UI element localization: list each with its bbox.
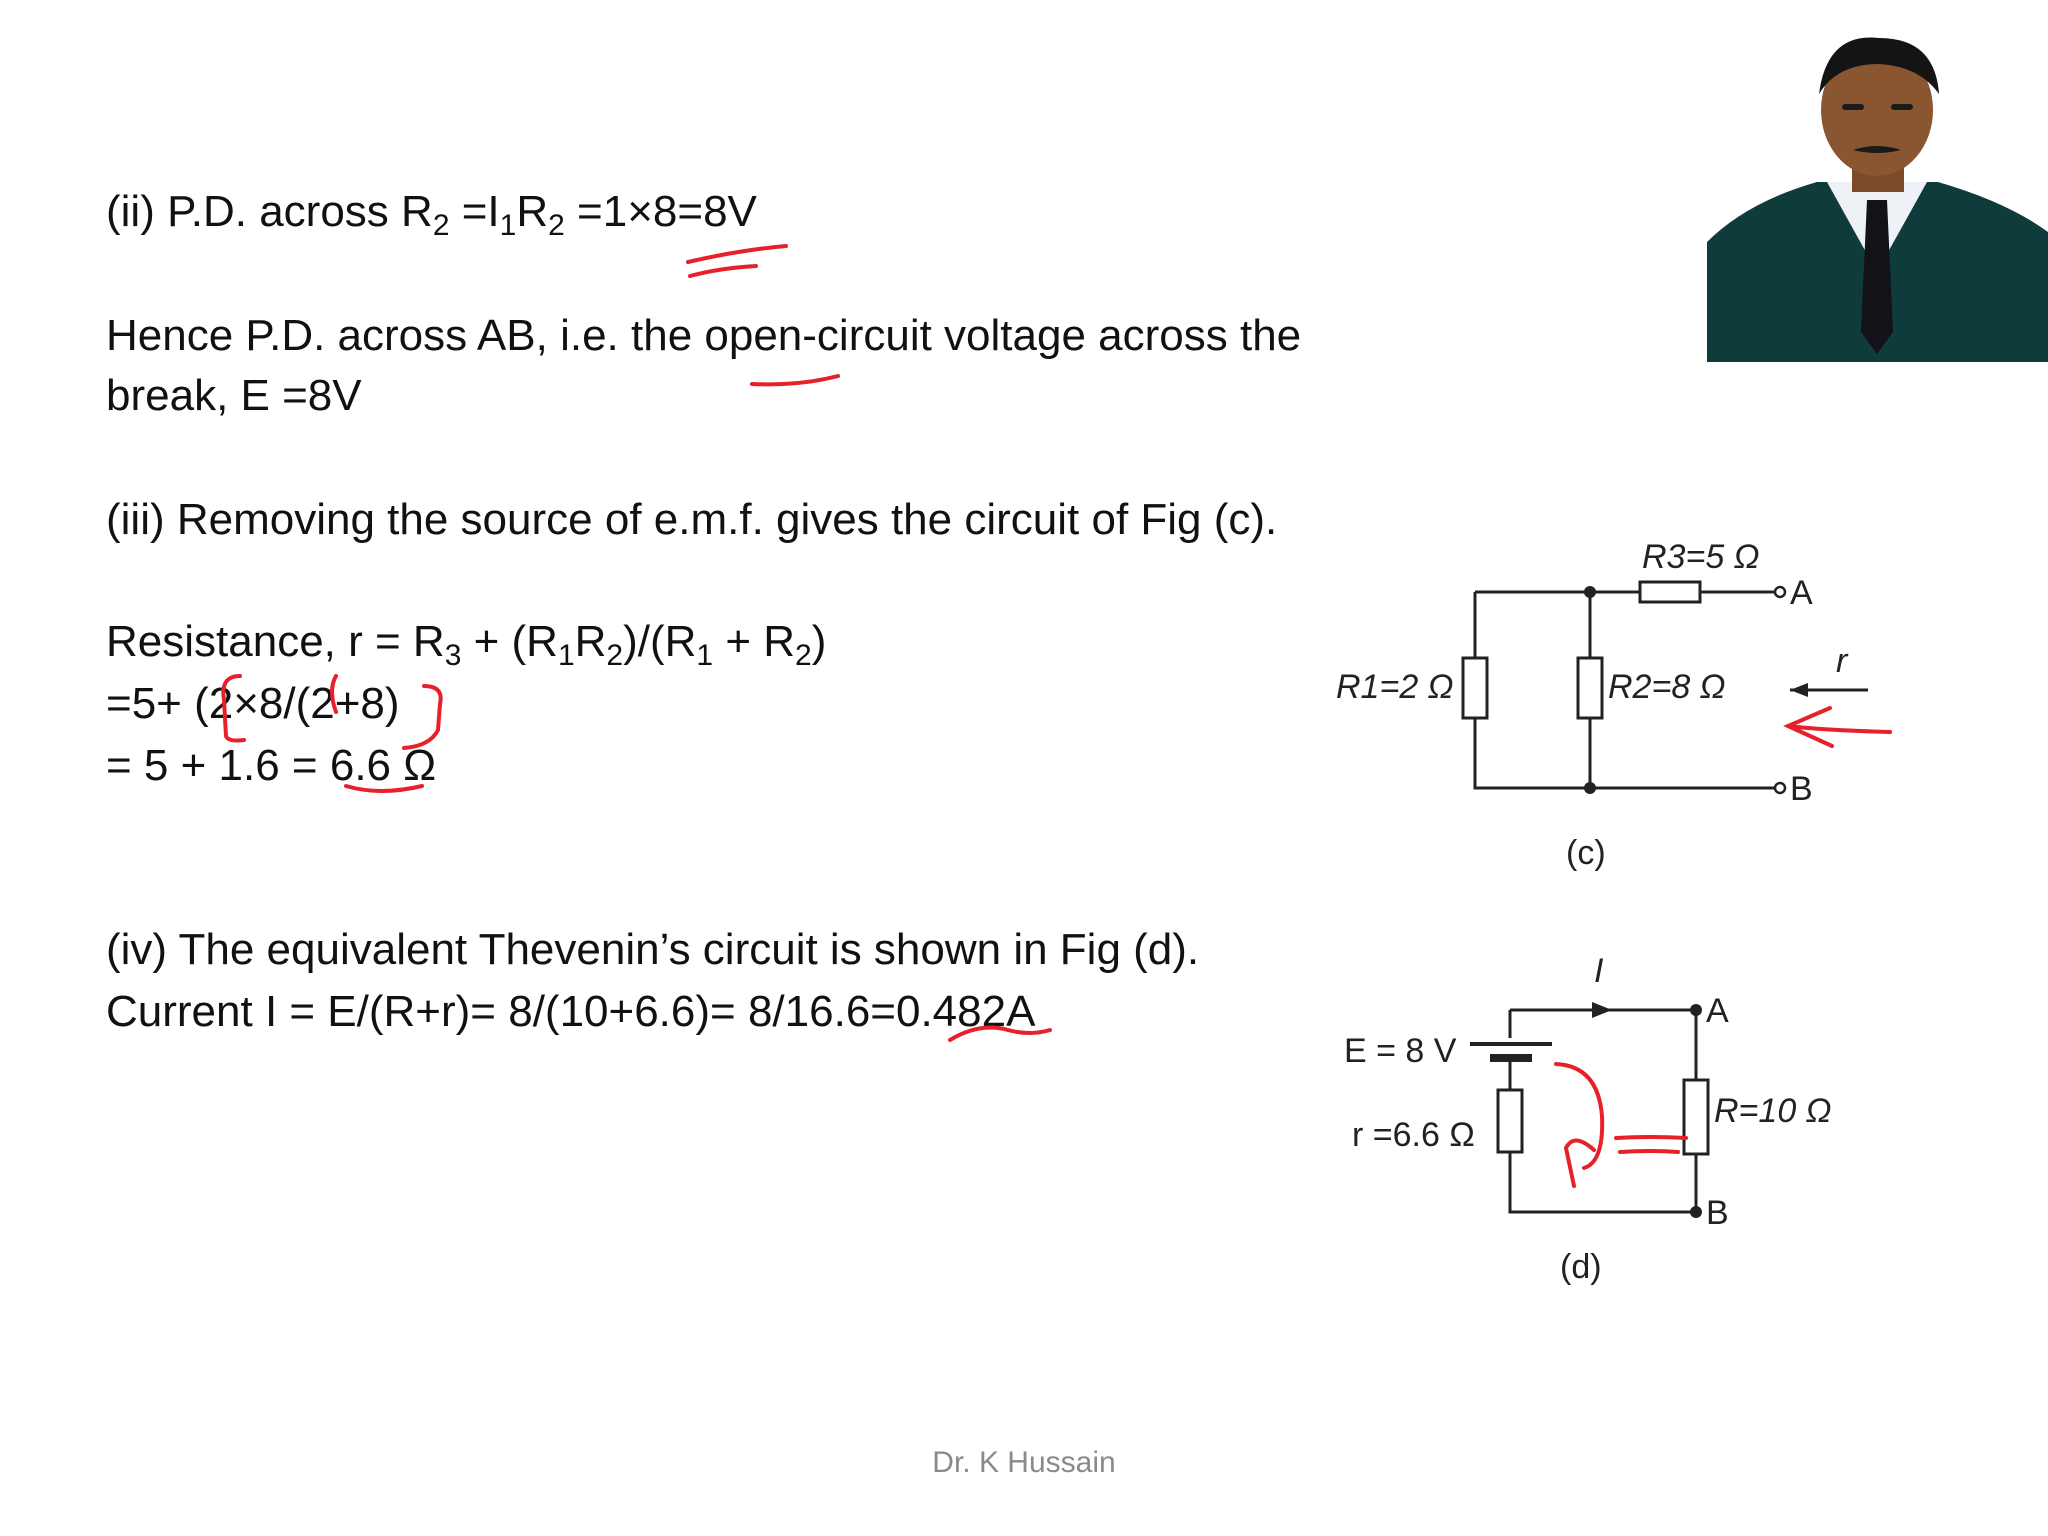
label-b: B [1790, 770, 1813, 808]
resistor-r2 [1576, 656, 1604, 720]
label-b: B [1706, 1194, 1729, 1232]
caption-c: (c) [1566, 834, 1606, 872]
terminal-b [1773, 781, 1787, 795]
line-calc2: = 5 + 1.6 = 6.6 Ω [106, 741, 437, 790]
label-rint: r =6.6 Ω [1352, 1116, 1475, 1154]
label-r2: R2=8 Ω [1608, 668, 1726, 706]
resistor-load [1682, 1078, 1710, 1156]
arrow-left-icon [1790, 683, 1808, 697]
label-r: r [1836, 642, 1849, 680]
bracket-right [402, 684, 443, 750]
line-resistance: Resistance, r = R3 + (R1R2)/(R1 + R2) [106, 617, 827, 672]
label-r3: R3=5 Ω [1642, 538, 1760, 576]
arrow-right-icon [1592, 1002, 1612, 1018]
circuit-diagram-c: R3=5 Ω R1=2 Ω R2=8 Ω r A B (c) [1336, 538, 1868, 872]
line-equivalent: (iv) The equivalent Thevenin’s circuit i… [106, 925, 1200, 974]
line-pd-r2: (ii) P.D. across R2 =I1R2 =1×8=8V [106, 187, 757, 242]
underline-8v-second [688, 264, 758, 278]
line-hence: Hence P.D. across AB, i.e. the open-circ… [106, 311, 1302, 360]
label-e: E = 8 V [1344, 1032, 1457, 1070]
terminal-a [1773, 585, 1787, 599]
label-r: R=10 Ω [1714, 1092, 1832, 1130]
line-calc1: =5+ (2×8/(2+8) [106, 679, 400, 728]
label-a: A [1706, 992, 1729, 1030]
line-break: break, E =8V [106, 371, 362, 420]
label-a: A [1790, 574, 1813, 612]
resistor-r1 [1461, 656, 1489, 720]
footer-author: Dr. K Hussain [932, 1446, 1116, 1479]
line-removing: (iii) Removing the source of e.m.f. give… [106, 495, 1278, 544]
resistor-r3 [1638, 580, 1702, 604]
underline-8v [686, 244, 788, 264]
presenter-photo [1707, 32, 2048, 362]
resistor-internal [1496, 1088, 1524, 1154]
underline-open-circuit [750, 374, 840, 387]
label-i: I [1594, 952, 1604, 990]
label-r1: R1=2 Ω [1336, 668, 1454, 706]
caption-d: (d) [1560, 1248, 1602, 1286]
line-current: Current I = E/(R+r)= 8/(10+6.6)= 8/16.6=… [106, 987, 1036, 1036]
circuit-diagram-d: I E = 8 V r =6.6 Ω R=10 Ω A B (d) [1344, 952, 1832, 1286]
